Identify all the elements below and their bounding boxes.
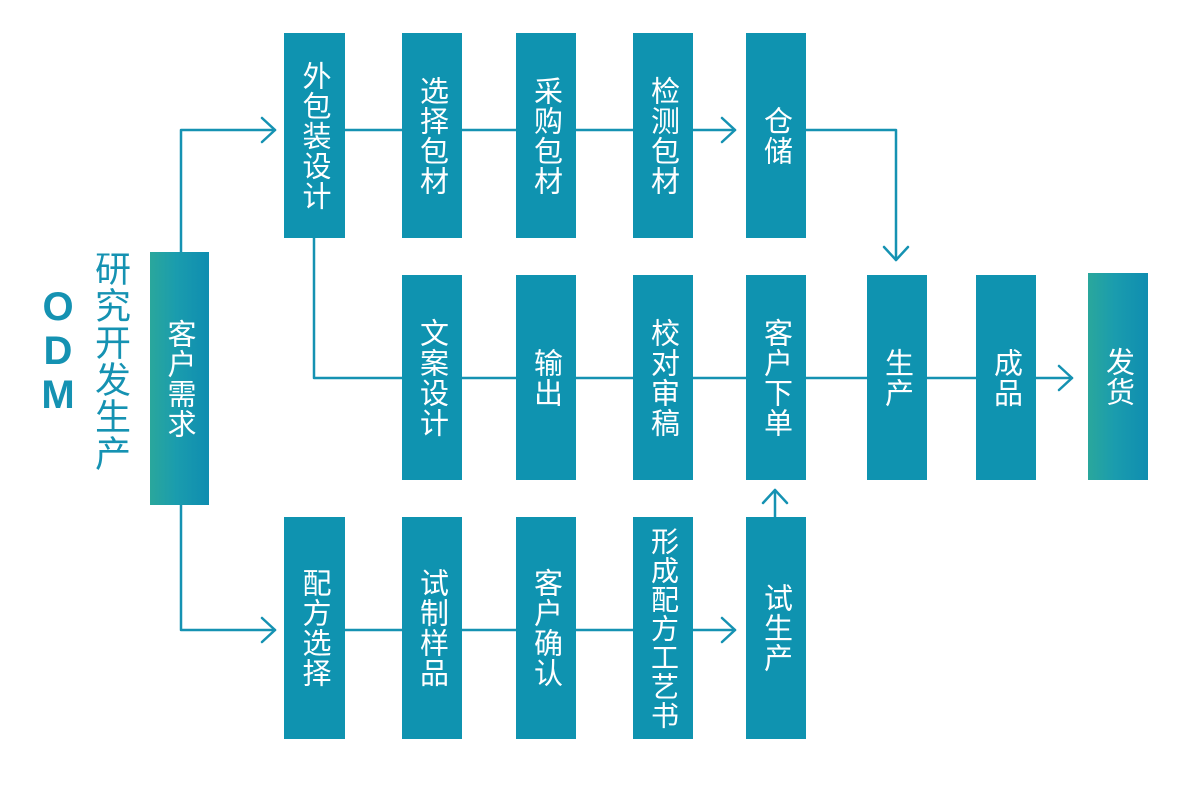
node-output: 输出	[516, 275, 576, 480]
arrowhead-warehouse	[720, 116, 737, 144]
arrowhead-customer-order	[761, 488, 789, 505]
arrowhead-trial-production	[720, 616, 737, 644]
node-finished-product: 成品	[976, 275, 1036, 480]
node-proofread: 校对审稿	[633, 275, 693, 480]
node-formula-selection: 配方选择	[284, 517, 345, 739]
connector-needs-to-packaging	[179, 128, 277, 254]
title-odm: ODM	[36, 285, 80, 417]
node-production: 生产	[867, 275, 927, 480]
connector-needs-to-formula	[179, 503, 277, 632]
node-copy-design: 文案设计	[402, 275, 462, 480]
node-warehouse: 仓储	[746, 33, 806, 238]
node-trial-samples: 试制样品	[402, 517, 462, 739]
arrowhead-shipping	[1057, 364, 1074, 392]
node-customer-confirm: 客户确认	[516, 517, 576, 739]
node-trial-production: 试生产	[746, 517, 806, 739]
node-select-materials: 选择包材	[402, 33, 462, 238]
node-customer-needs: 客户需求	[150, 252, 209, 505]
node-shipping: 发货	[1088, 273, 1148, 480]
node-customer-order: 客户下单	[746, 275, 806, 480]
arrowhead-production	[882, 245, 910, 262]
node-inspect-materials: 检测包材	[633, 33, 693, 238]
connector-warehouse-to-production	[803, 128, 898, 262]
node-purchase-materials: 采购包材	[516, 33, 576, 238]
title-rd-production: 研究开发生产	[89, 250, 130, 472]
connector-design-to-copy	[312, 236, 404, 380]
arrowhead-formula	[260, 616, 277, 644]
node-packaging-design: 外包装设计	[284, 33, 345, 238]
arrowhead-packaging	[260, 116, 277, 144]
node-formula-process-doc: 形成配方工艺书	[633, 517, 693, 739]
